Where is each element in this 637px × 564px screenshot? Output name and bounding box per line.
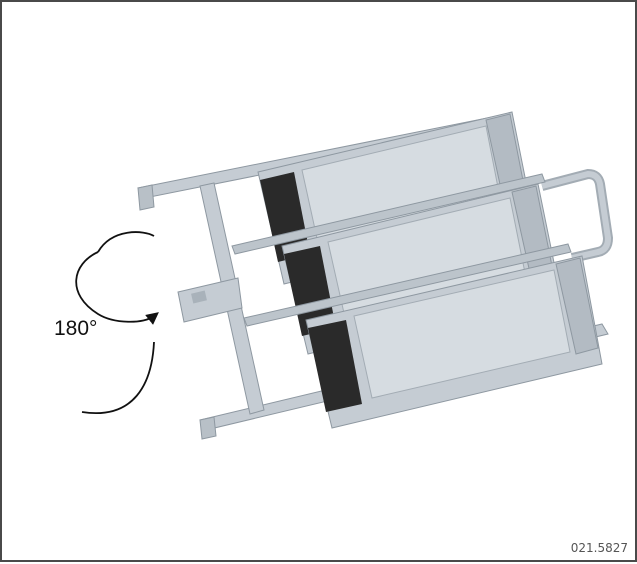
splice-tray-3	[305, 255, 603, 429]
rotation-arrow-icon	[75, 231, 159, 415]
figure-code: 021.5827	[570, 541, 628, 555]
cross-rails	[231, 173, 572, 327]
rotation-angle-label: 180°	[54, 317, 98, 340]
